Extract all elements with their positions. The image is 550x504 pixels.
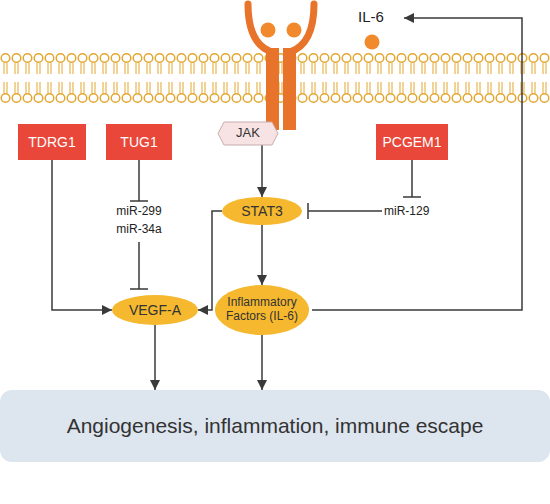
hexagon-shape xyxy=(218,122,278,145)
molecule-label: miR-129 xyxy=(384,204,444,218)
signal-arrow xyxy=(261,145,263,197)
ellipse-shape xyxy=(215,285,309,335)
signal-arrow xyxy=(154,325,156,390)
node-text: STAT3 xyxy=(241,203,283,219)
lncrna-box: TDRG1 xyxy=(18,124,86,160)
kinase-hexagon: JAK xyxy=(218,122,278,145)
inhibition-line xyxy=(130,242,148,289)
connector-layer xyxy=(52,145,262,390)
receptor-stem xyxy=(283,48,296,130)
signal-arrow xyxy=(261,335,263,390)
signal-arrow xyxy=(198,211,222,310)
node-text: Angiogenesis, inflammation, immune escap… xyxy=(67,414,484,438)
molecule-label: miR-34a xyxy=(104,222,174,236)
protein-ellipse: VEGF-A xyxy=(112,295,198,325)
ligand-ball xyxy=(287,23,302,38)
molecule-label: IL-6 xyxy=(358,8,402,25)
inhibition-lines xyxy=(130,160,421,289)
node-text: Inflammatory Factors (IL-6) xyxy=(221,296,303,324)
receptor-stem xyxy=(266,48,279,130)
inhibition-line xyxy=(403,160,421,197)
ligand-ball xyxy=(261,23,276,38)
signal-arrow xyxy=(261,225,263,285)
node-text: JAK xyxy=(236,126,260,141)
protein-ellipse: STAT3 xyxy=(222,197,302,225)
node-text: PCGEM1 xyxy=(382,134,441,150)
outcome-band: Angiogenesis, inflammation, immune escap… xyxy=(0,390,550,462)
lncrna-box: PCGEM1 xyxy=(376,124,448,160)
node-text: VEGF-A xyxy=(129,302,181,318)
inhibition-line xyxy=(130,160,148,201)
inhibition-line xyxy=(308,203,382,219)
node-text: TDRG1 xyxy=(28,134,75,150)
lncrna-box: TUG1 xyxy=(106,124,172,160)
receptor xyxy=(248,4,314,130)
protein-ellipse: Inflammatory Factors (IL-6) xyxy=(215,285,309,335)
il6-ball xyxy=(365,35,380,50)
signal-arrow xyxy=(52,160,112,310)
node-text: TUG1 xyxy=(120,134,157,150)
molecule-label: miR-299 xyxy=(104,204,174,218)
ellipse-shape xyxy=(222,197,302,225)
ellipse-shape xyxy=(112,295,198,325)
feedback-arrow xyxy=(312,18,522,310)
